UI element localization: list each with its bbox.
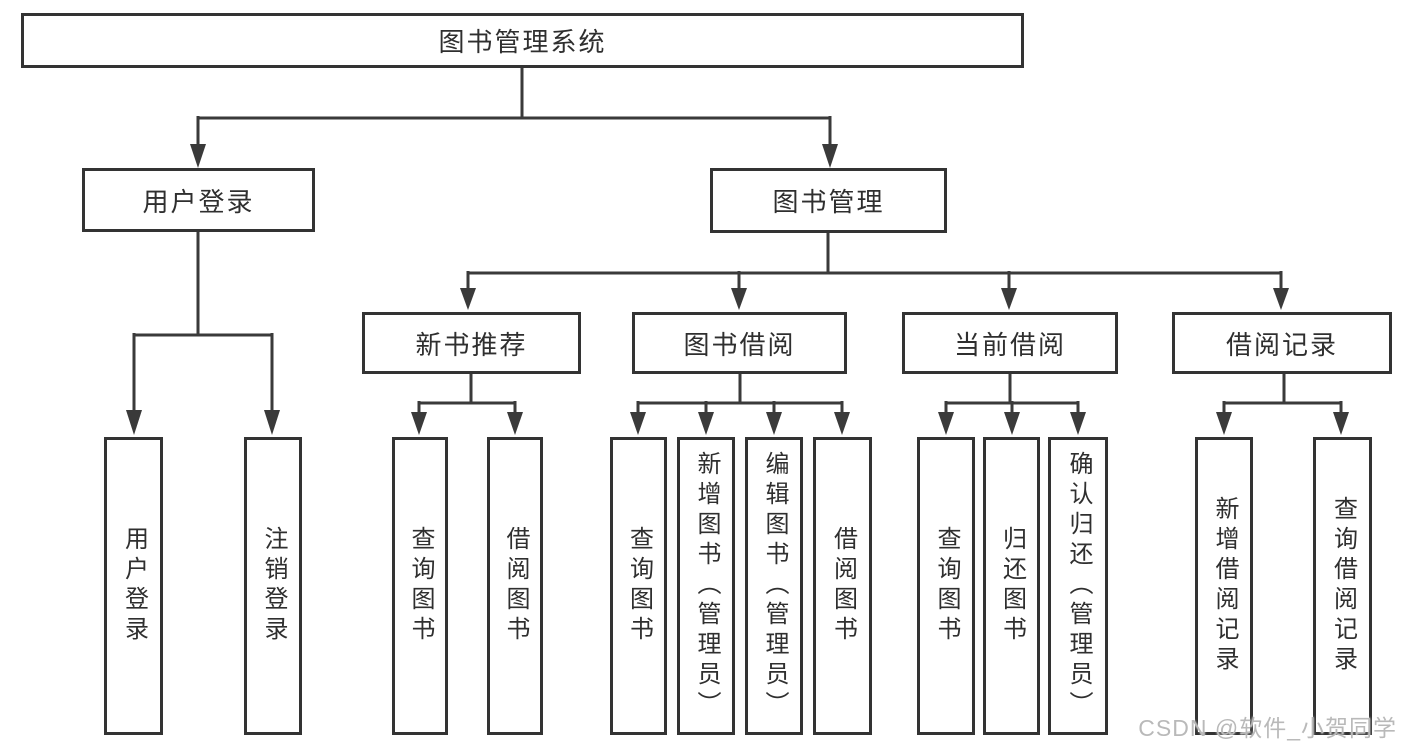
leaf-borrow-books-recommend: 借阅图书 xyxy=(487,437,543,735)
node-user-login: 用户登录 xyxy=(82,168,315,232)
node-book-borrow: 图书借阅 xyxy=(632,312,847,374)
leaf-logout: 注销登录 xyxy=(244,437,302,735)
leaf-add-books-admin: 新增图书（管理员） xyxy=(677,437,735,735)
leaf-return-books: 归还图书 xyxy=(983,437,1040,735)
leaf-query-books-recommend: 查询图书 xyxy=(392,437,448,735)
node-root: 图书管理系统 xyxy=(21,13,1024,68)
connector-user-login-children xyxy=(126,232,280,435)
connector-current-borrow-children xyxy=(938,374,1086,435)
leaf-user-login: 用户登录 xyxy=(104,437,163,735)
watermark: CSDN @软件_小贺同学 xyxy=(1138,715,1397,741)
node-book-management: 图书管理 xyxy=(710,168,947,233)
connector-root-to-level2 xyxy=(190,68,838,168)
leaf-query-borrow-record: 查询借阅记录 xyxy=(1313,437,1372,735)
connector-new-book-children xyxy=(411,374,523,435)
node-current-borrow: 当前借阅 xyxy=(902,312,1118,374)
node-borrow-records: 借阅记录 xyxy=(1172,312,1392,374)
leaf-query-books-borrow: 查询图书 xyxy=(610,437,667,735)
connector-book-borrow-children xyxy=(630,374,850,435)
leaf-confirm-return-admin: 确认归还（管理员） xyxy=(1048,437,1108,735)
leaf-borrow-books: 借阅图书 xyxy=(813,437,872,735)
leaf-add-borrow-record: 新增借阅记录 xyxy=(1195,437,1253,735)
connector-borrow-records-children xyxy=(1216,374,1349,435)
node-new-book-recommend: 新书推荐 xyxy=(362,312,581,374)
connector-book-management-children xyxy=(460,233,1289,310)
leaf-query-books-current: 查询图书 xyxy=(917,437,975,735)
leaf-edit-books-admin: 编辑图书（管理员） xyxy=(745,437,803,735)
